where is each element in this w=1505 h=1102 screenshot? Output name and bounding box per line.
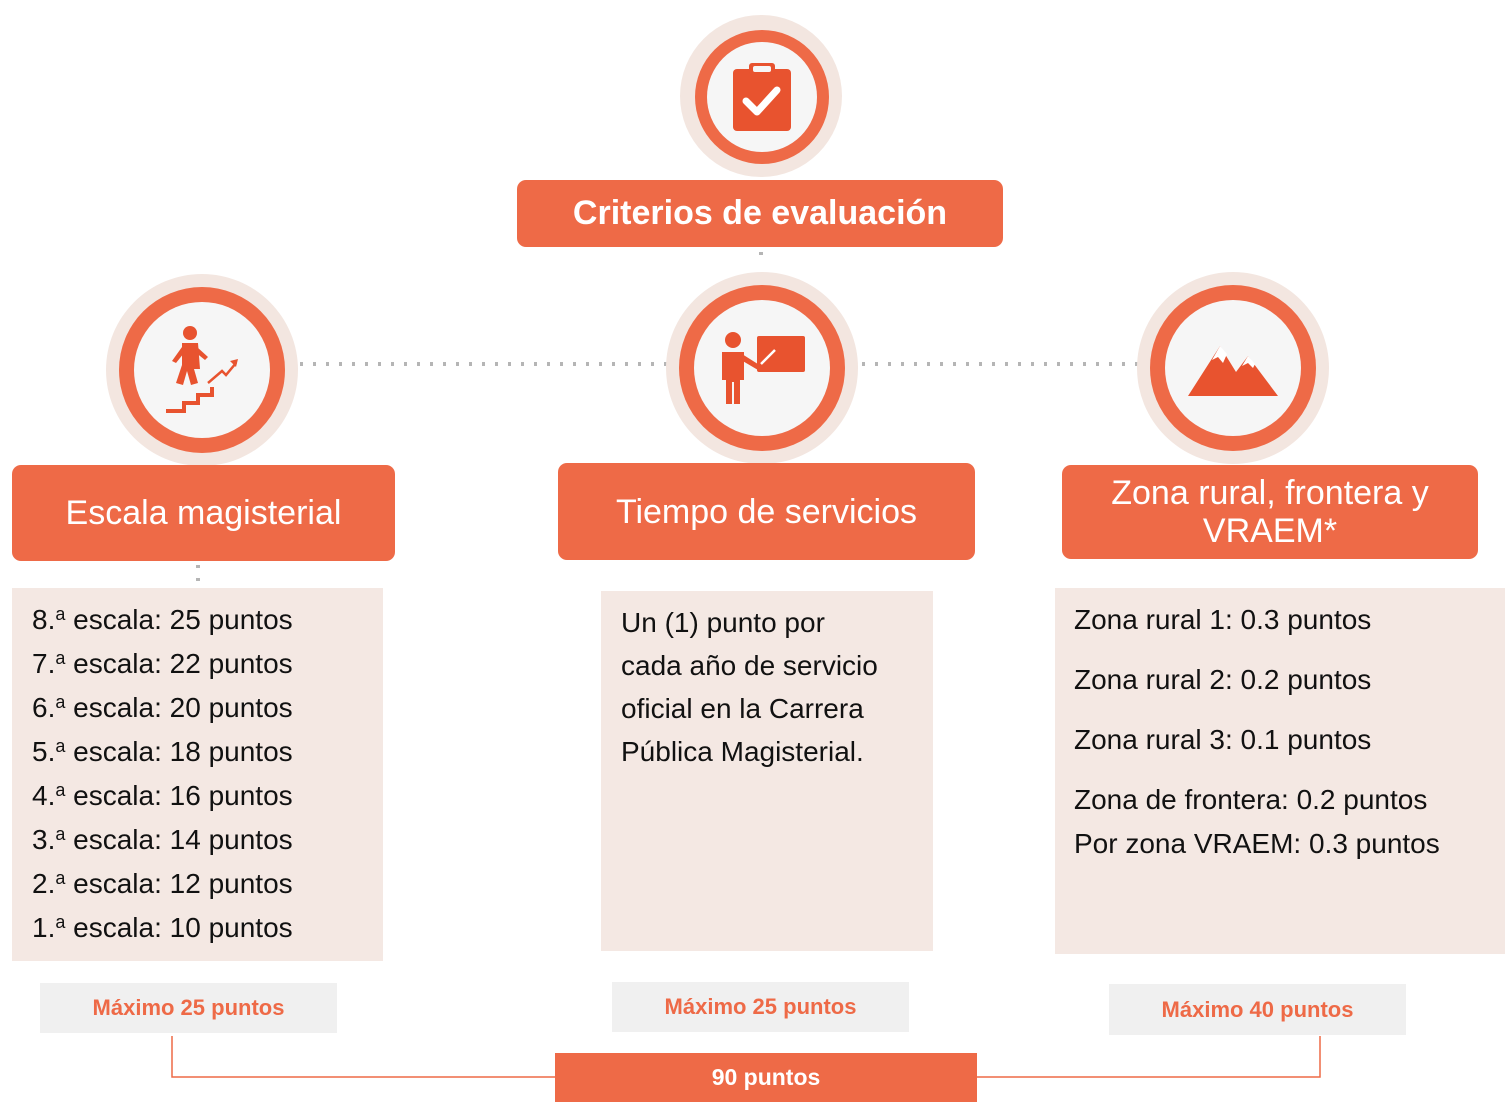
escala-item-num: 6. (32, 692, 56, 723)
category-title-tiempo-text: Tiempo de servicios (615, 492, 918, 531)
escala-item-num: 2. (32, 868, 56, 899)
zona-item: Zona de frontera: 0.2 puntos (1074, 784, 1428, 815)
ordinal-indicator: a (55, 824, 66, 844)
escala-item-num: 3. (32, 824, 56, 855)
zona-item: Zona rural 3: 0.1 puntos (1074, 724, 1372, 755)
zona-max-badge: Máximo 40 puntos (1109, 984, 1406, 1035)
escala-item: 8.a escala: 25 puntos (32, 604, 293, 636)
category-title-escala: Escala magisterial (12, 465, 395, 561)
left-total-connector (171, 1036, 555, 1078)
teacher-board-icon (722, 332, 805, 404)
category-title-tiempo: Tiempo de servicios (558, 463, 975, 560)
ordinal-indicator: a (55, 780, 66, 800)
zona-item: Zona rural 1: 0.3 puntos (1074, 604, 1372, 635)
zona-max-text: Máximo 40 puntos (1161, 996, 1354, 1022)
ordinal-indicator: a (55, 736, 66, 756)
escala-item: 7.a escala: 22 puntos (32, 648, 293, 680)
category-title-zona: Zona rural, frontera y VRAEM* (1062, 465, 1478, 559)
ordinal-indicator: a (55, 868, 66, 888)
escala-max-badge: Máximo 25 puntos (40, 983, 337, 1033)
page-title: Criterios de evaluación (517, 180, 1003, 247)
tiempo-line: Pública Magisterial. (621, 736, 864, 767)
ordinal-indicator: a (55, 692, 66, 712)
ordinal-indicator: a (55, 912, 66, 932)
escala-item: 2.a escala: 12 puntos (32, 868, 293, 900)
escala-max-text: Máximo 25 puntos (92, 995, 285, 1020)
total-text: 90 puntos (711, 1064, 821, 1090)
tiempo-max-text: Máximo 25 puntos (664, 994, 857, 1019)
zona-item: Zona rural 2: 0.2 puntos (1074, 664, 1372, 695)
zona-icon-badge (1165, 300, 1301, 436)
ordinal-indicator: a (55, 648, 66, 668)
category-title-escala-text: Escala magisterial (65, 494, 342, 532)
escala-item-text: escala: 10 puntos (65, 912, 293, 943)
total-badge: 90 puntos (555, 1053, 977, 1102)
escala-item-num: 7. (32, 648, 56, 679)
escala-item: 3.a escala: 14 puntos (32, 824, 293, 856)
climbing-stairs-icon (166, 326, 238, 413)
escala-item-text: escala: 12 puntos (65, 868, 293, 899)
escala-item: 1.a escala: 10 puntos (32, 912, 293, 944)
zona-item: Por zona VRAEM: 0.3 puntos (1074, 828, 1440, 859)
escala-item-num: 8. (32, 604, 56, 635)
category-title-zona-line1: Zona rural, frontera y (1111, 474, 1429, 512)
tiempo-line: Un (1) punto por (621, 607, 825, 638)
escala-item-text: escala: 20 puntos (65, 692, 293, 723)
mountain-icon (1188, 346, 1278, 396)
tiempo-panel: Un (1) punto por cada año de servicio of… (601, 591, 933, 951)
right-total-connector (977, 1036, 1321, 1078)
escala-item-num: 4. (32, 780, 56, 811)
escala-item: 5.a escala: 18 puntos (32, 736, 293, 768)
escala-icon-badge (134, 302, 270, 438)
tiempo-line: cada año de servicio (621, 650, 878, 681)
escala-panel: 8.a escala: 25 puntos 7.a escala: 22 pun… (12, 588, 383, 961)
zona-panel: Zona rural 1: 0.3 puntos Zona rural 2: 0… (1055, 588, 1505, 954)
tiempo-icon-badge (694, 300, 830, 436)
category-title-zona-line2: VRAEM* (1202, 512, 1338, 550)
escala-item-text: escala: 16 puntos (65, 780, 293, 811)
escala-item: 6.a escala: 20 puntos (32, 692, 293, 724)
escala-item-text: escala: 25 puntos (65, 604, 293, 635)
escala-item-text: escala: 14 puntos (65, 824, 293, 855)
escala-item-num: 1. (32, 912, 56, 943)
escala-item-text: escala: 22 puntos (65, 648, 293, 679)
ordinal-indicator: a (55, 604, 66, 624)
tiempo-max-badge: Máximo 25 puntos (612, 982, 909, 1032)
tiempo-line: oficial en la Carrera (621, 693, 864, 724)
escala-item: 4.a escala: 16 puntos (32, 780, 293, 812)
escala-item-num: 5. (32, 736, 56, 767)
header-icon-badge (707, 42, 817, 152)
page-title-text: Criterios de evaluación (572, 194, 948, 232)
escala-item-text: escala: 18 puntos (65, 736, 293, 767)
clipboard-check-icon (733, 63, 791, 131)
